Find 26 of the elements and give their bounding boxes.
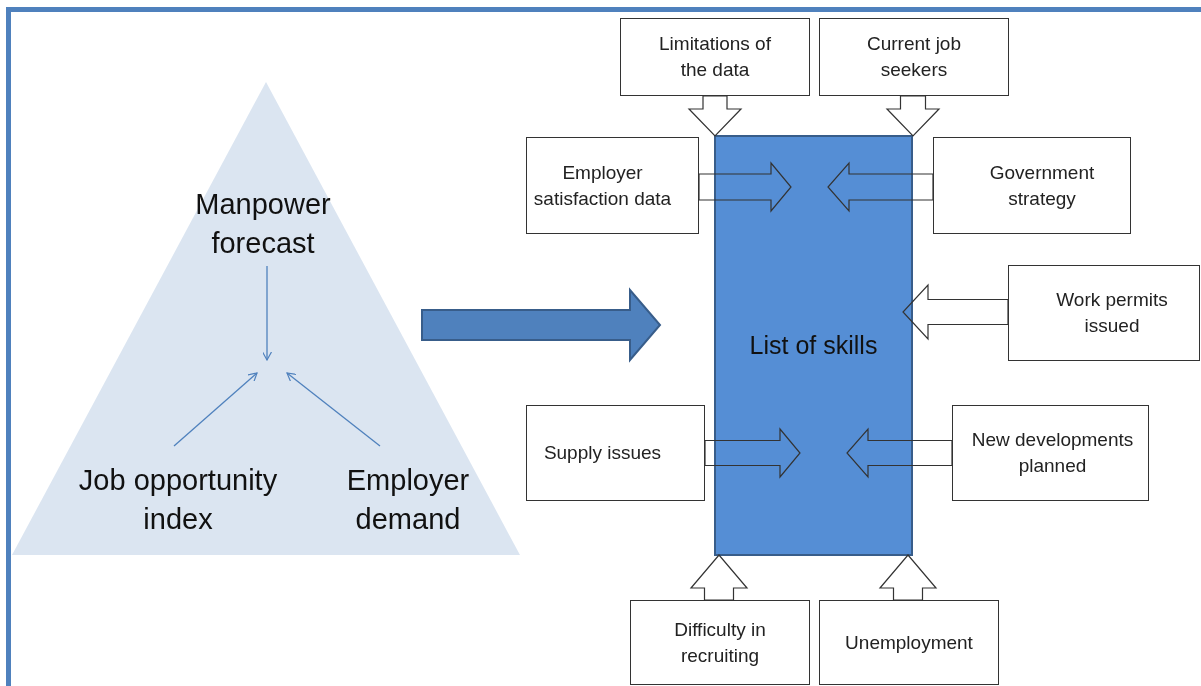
arrow [173,372,258,447]
text-box: New developments planned [952,405,1149,501]
outlined-block-arrow [846,427,953,479]
text-box: Current job seekers [819,18,1009,96]
outlined-block-arrow [878,554,938,601]
text-box: Employer satisfaction data [526,137,699,234]
outlined-block-arrow [827,161,934,213]
outlined-block-arrow [902,283,1009,341]
node-text: Job opportunity index [77,462,279,537]
text-box: Unemployment [819,600,999,685]
outlined-block-arrow [885,95,941,137]
text-box: Supply issues [526,405,705,501]
outlined-block-arrow [698,161,792,213]
outlined-block-arrow [704,427,801,479]
text-box: Limitations of the data [620,18,810,96]
outlined-block-arrow [687,95,743,137]
text-box: Difficulty in recruiting [630,600,810,685]
text-box: Work permits issued [1008,265,1200,361]
arrow [286,372,381,447]
node-text: Employer demand [345,462,471,537]
outlined-block-arrow [689,554,749,601]
node-text: Manpower forecast [194,186,332,261]
block-arrow [421,287,662,363]
arrow [261,265,273,361]
text-box: Government strategy [933,137,1131,234]
skills-bar: List of skills [714,135,913,556]
